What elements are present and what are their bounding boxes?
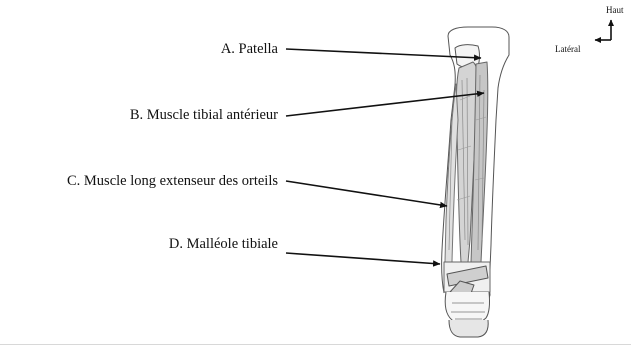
- label-extensor-digitorum: C. Muscle long extenseur des orteils: [67, 173, 278, 190]
- label-medial-malleolus: D. Malléole tibiale: [169, 236, 278, 253]
- corner-arrows-icon: [595, 20, 611, 40]
- pointer-arrow-c: [286, 181, 447, 206]
- label-tibial-anterior: B. Muscle tibial antérieur: [130, 107, 278, 124]
- bottom-divider: [0, 344, 631, 345]
- orientation-lateral-label: Latéral: [555, 44, 580, 54]
- orientation-up-label: Haut: [606, 5, 624, 15]
- pointer-arrow-a: [286, 49, 481, 58]
- leg-sketch: [442, 27, 509, 337]
- label-patella: A. Patella: [221, 41, 278, 58]
- pointer-arrow-d: [286, 253, 440, 264]
